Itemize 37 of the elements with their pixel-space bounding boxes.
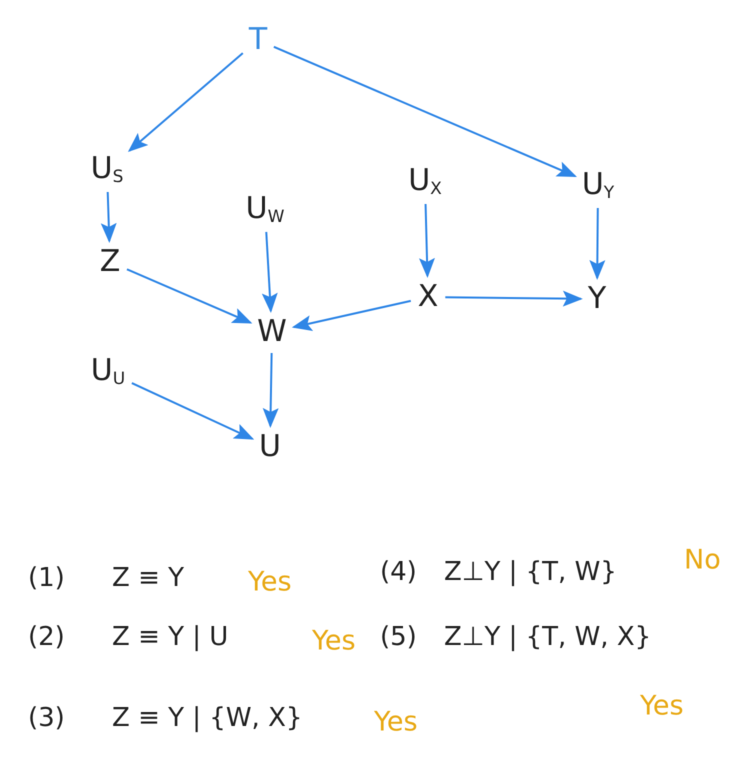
variable-label: U$_{Y}$ — [578, 168, 618, 204]
arrow — [273, 46, 577, 178]
variable-label: T — [246, 23, 270, 57]
answer-label: Yes — [312, 626, 356, 656]
arrow — [292, 300, 412, 331]
answer-label: No — [684, 544, 721, 576]
statement-label: (2) — [28, 622, 65, 652]
statement-label: Z⊥Y | {T, W, X} — [444, 622, 652, 652]
variable-label: U — [256, 430, 284, 464]
statement-label: Z⊥Y | {T, W} — [444, 557, 617, 587]
variable-label: W — [254, 315, 290, 349]
variable-label: U$_{W}$ — [242, 192, 288, 228]
arrow — [445, 290, 583, 307]
answer-label: Yes — [248, 566, 292, 598]
statement-label: (5) — [380, 622, 417, 652]
variable-label: Y — [584, 282, 610, 316]
arrow — [128, 52, 244, 152]
statement-label: Z ≡ Y — [112, 563, 184, 593]
arrow — [262, 352, 279, 428]
statement-label: (3) — [28, 703, 65, 733]
variable-label: U$_{S}$ — [88, 152, 126, 188]
answer-label: Yes — [640, 690, 684, 722]
statement-label: (1) — [28, 563, 65, 593]
arrow — [126, 268, 252, 324]
answer-label: Yes — [374, 706, 418, 738]
arrow — [100, 192, 117, 243]
variable-label: Z — [96, 245, 124, 279]
variable-label: U$_{X}$ — [405, 164, 445, 200]
arrow — [589, 208, 606, 280]
variable-label: X — [414, 280, 442, 314]
arrow — [131, 382, 254, 440]
arrow — [262, 232, 278, 313]
statement-label: Z ≡ Y | U — [112, 622, 228, 652]
arrow — [418, 204, 435, 278]
variable-label: U$_{U}$ — [88, 354, 128, 390]
statement-label: (4) — [380, 557, 417, 587]
statement-label: Z ≡ Y | {W, X} — [112, 703, 302, 733]
